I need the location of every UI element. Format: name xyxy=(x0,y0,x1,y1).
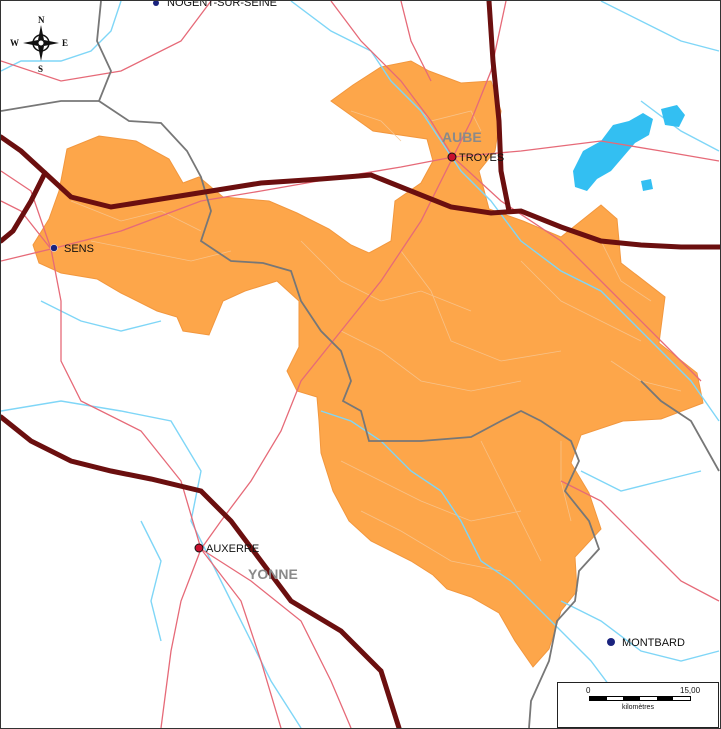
scale-start: 0 xyxy=(586,686,591,695)
commune-borders xyxy=(70,100,682,572)
scale-bar-legend: 0 15,00 kilomètres xyxy=(557,682,719,728)
region-area xyxy=(32,60,704,668)
compass-north: N xyxy=(38,15,45,25)
troyes-marker[interactable] xyxy=(447,152,457,162)
aube-dept-label: AUBE xyxy=(442,129,482,145)
compass-east: E xyxy=(62,38,68,48)
auxerre-label: AUXERRE xyxy=(206,543,259,555)
sens-marker[interactable] xyxy=(50,244,58,252)
auxerre-marker[interactable] xyxy=(194,543,204,553)
montbard-label: MONTBARD xyxy=(622,637,685,649)
compass-south: S xyxy=(38,64,43,74)
yonne-dept-label: YONNE xyxy=(248,566,298,582)
scale-unit: kilomètres xyxy=(622,704,654,711)
sens-label: SENS xyxy=(64,243,94,255)
compass-rose: N S E W xyxy=(10,15,68,74)
scale-bar xyxy=(589,696,691,701)
montbard-marker[interactable] xyxy=(607,638,615,646)
scale-end: 15,00 xyxy=(680,686,701,695)
compass-west: W xyxy=(10,38,19,48)
nogent-marker[interactable] xyxy=(153,1,159,6)
nogent-label: NOGENT-SUR-SEINE xyxy=(167,1,277,9)
troyes-label: TROYES xyxy=(459,152,504,164)
lakes xyxy=(573,105,685,191)
